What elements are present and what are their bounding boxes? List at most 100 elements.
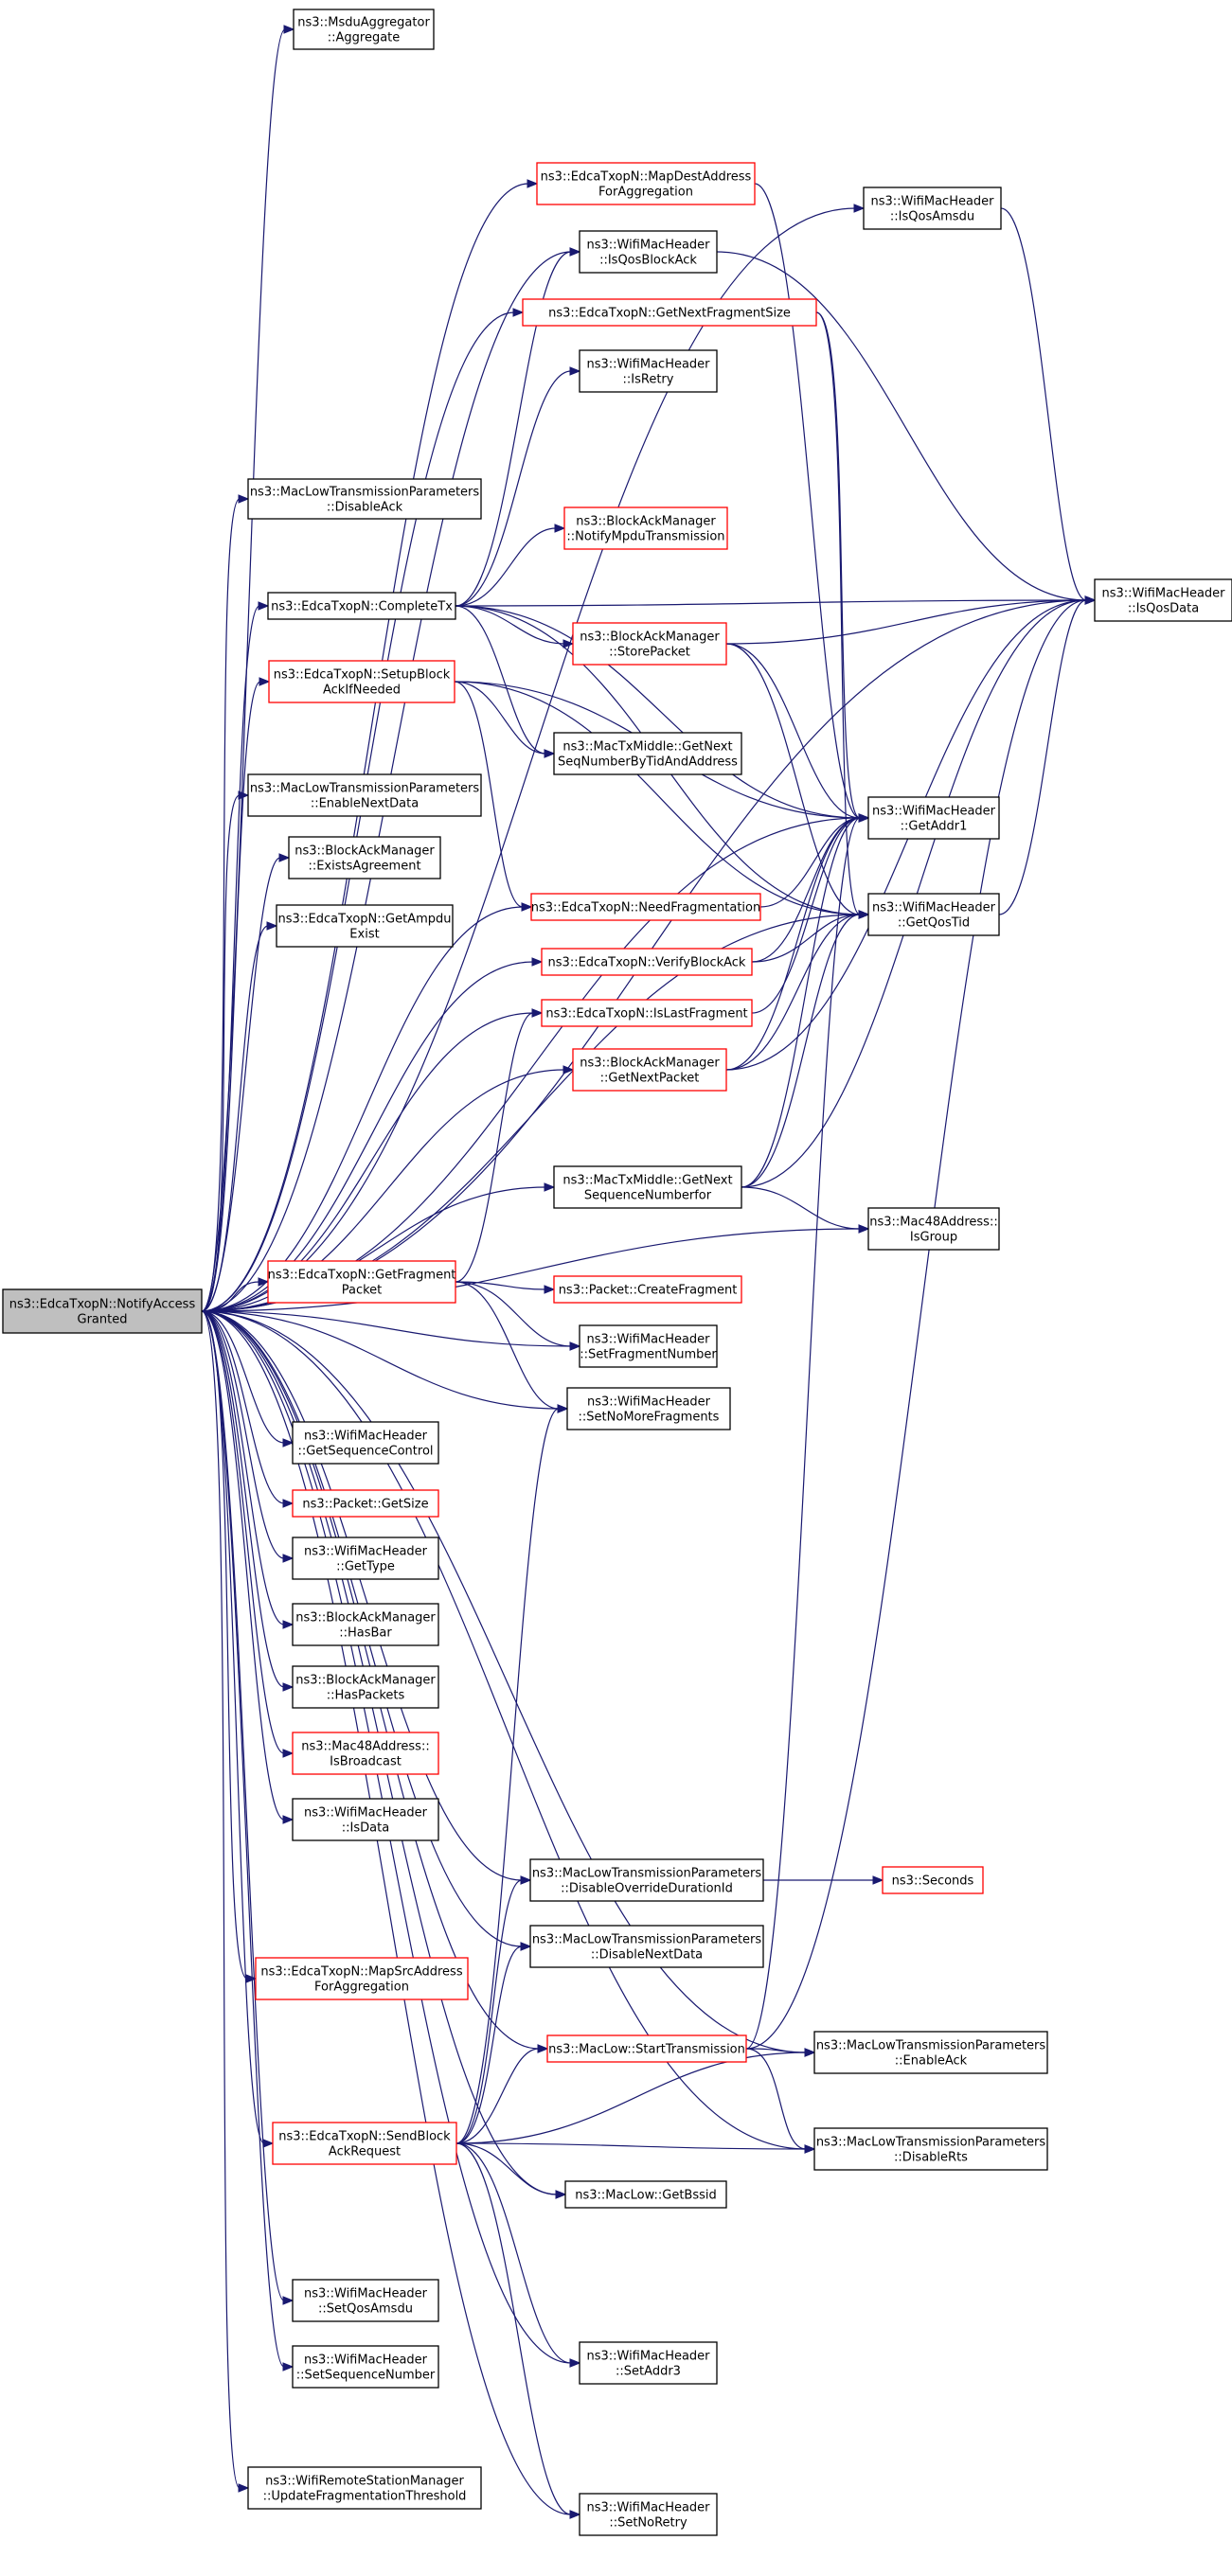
edge-root-to-map_src xyxy=(201,1310,248,1980)
node-is-last-frag[interactable]: ns3::EdcaTxopN::IsLastFragment xyxy=(541,999,753,1027)
node-enable-next-data[interactable]: ns3::MacLowTransmissionParameters::Enabl… xyxy=(247,773,482,817)
node-set-frag-number[interactable]: ns3::WifiMacHeader::SetFragmentNumber xyxy=(579,1324,718,1368)
node-has-bar[interactable]: ns3::BlockAckManager::HasBar xyxy=(292,1603,439,1646)
node-get-addr1[interactable]: ns3::WifiMacHeader::GetAddr1 xyxy=(867,796,1000,840)
node-create-frag[interactable]: ns3::Packet::CreateFragment xyxy=(553,1275,742,1304)
edge-get_frag_packet-to-is_last_frag xyxy=(455,1012,534,1283)
node-get-type[interactable]: ns3::WifiMacHeader::GetType xyxy=(292,1537,439,1580)
node-label-line: ::UpdateFragmentationThreshold xyxy=(263,2490,467,2504)
arrowhead-root-to-set_qos_amsdu xyxy=(282,2296,295,2305)
edge-send_block-to-set_no_more_frags xyxy=(455,1408,560,2144)
node-set-seq-number[interactable]: ns3::WifiMacHeader::SetSequenceNumber xyxy=(292,2345,439,2389)
edge-complete_tx-to-is_retry xyxy=(455,370,572,607)
node-exists-agreement[interactable]: ns3::BlockAckManager::ExistsAgreement xyxy=(288,836,441,879)
node-box xyxy=(813,2127,1048,2171)
node-label-line: ns3::WifiMacHeader xyxy=(586,239,710,253)
node-box xyxy=(530,893,761,921)
node-is-qos-amsdu[interactable]: ns3::WifiMacHeader::IsQosAmsdu xyxy=(863,187,1002,230)
node-label-line: Packet xyxy=(342,1284,383,1298)
node-disable-rts[interactable]: ns3::MacLowTransmissionParameters::Disab… xyxy=(813,2127,1048,2171)
edge-is_qos_amsdu-to-is_qos_data xyxy=(1000,207,1087,601)
node-get-next-packet[interactable]: ns3::BlockAckManager::GetNextPacket xyxy=(572,1048,727,1092)
node-box xyxy=(579,1324,718,1368)
node-enable-ack[interactable]: ns3::MacLowTransmissionParameters::Enabl… xyxy=(813,2031,1048,2074)
node-set-no-retry[interactable]: ns3::WifiMacHeader::SetNoRetry xyxy=(579,2493,718,2536)
node-box xyxy=(572,1048,727,1092)
node-label-line: ::GetNextPacket xyxy=(600,1072,700,1086)
arrowhead-root-to-get_next_packet xyxy=(562,1065,575,1075)
node-label-line: ns3::Mac48Address:: xyxy=(869,1216,997,1230)
edge-is_last_frag-to-get_addr1 xyxy=(751,817,861,1014)
node-is-data[interactable]: ns3::WifiMacHeader::IsData xyxy=(292,1798,439,1841)
arrowhead-send_block-to-disable_override xyxy=(520,1875,532,1885)
node-need-frag[interactable]: ns3::EdcaTxopN::NeedFragmentation xyxy=(530,893,761,921)
edge-root-to-is_last_frag xyxy=(201,1012,534,1312)
node-disable-override[interactable]: ns3::MacLowTransmissionParameters::Disab… xyxy=(529,1858,764,1902)
arrowhead-root-to-map_dest xyxy=(527,179,539,188)
node-disable-next-data[interactable]: ns3::MacLowTransmissionParameters::Disab… xyxy=(529,1925,764,1968)
edge-get_qos_tid-to-is_qos_data xyxy=(998,599,1087,915)
node-map-dest[interactable]: ns3::EdcaTxopN::MapDestAddressForAggrega… xyxy=(536,162,756,205)
node-box xyxy=(272,2122,457,2165)
node-is-broadcast[interactable]: ns3::Mac48Address::IsBroadcast xyxy=(292,1732,439,1775)
node-complete-tx[interactable]: ns3::EdcaTxopN::CompleteTx xyxy=(267,592,456,620)
node-label-line: ns3::MacLowTransmissionParameters xyxy=(532,1867,762,1881)
node-label-line: ns3::MacLowTransmissionParameters xyxy=(816,2136,1046,2150)
node-set-qos-amsdu[interactable]: ns3::WifiMacHeader::SetQosAmsdu xyxy=(292,2279,439,2322)
arrowhead-send_block-to-disable_next_data xyxy=(520,1942,532,1951)
node-get-seq-control[interactable]: ns3::WifiMacHeader::GetSequenceControl xyxy=(292,1421,439,1465)
node-label-line: ns3::MacTxMiddle::GetNext xyxy=(562,740,732,755)
node-is-qos-blockack[interactable]: ns3::WifiMacHeader::IsQosBlockAck xyxy=(579,230,718,274)
arrowhead-get_frag_packet-to-create_frag xyxy=(544,1285,556,1294)
edge-root-to-disable_ack xyxy=(201,498,241,1312)
node-set-addr3[interactable]: ns3::WifiMacHeader::SetAddr3 xyxy=(579,2341,718,2385)
node-get-next-frag-size[interactable]: ns3::EdcaTxopN::GetNextFragmentSize xyxy=(522,298,817,327)
node-box xyxy=(1094,578,1232,622)
node-store-packet[interactable]: ns3::BlockAckManager::StorePacket xyxy=(572,622,727,666)
edge-get_next_seq_for-to-get_addr1 xyxy=(741,817,861,1188)
node-get-size[interactable]: ns3::Packet::GetSize xyxy=(292,1489,439,1518)
arrowhead-get_frag_packet-to-is_last_frag xyxy=(531,1008,544,1018)
node-update-frag[interactable]: ns3::WifiRemoteStationManager::UpdateFra… xyxy=(247,2466,482,2510)
node-has-packets[interactable]: ns3::BlockAckManager::HasPackets xyxy=(292,1665,439,1709)
node-msdu-aggregate[interactable]: ns3::MsduAggregator::Aggregate xyxy=(293,9,435,50)
node-is-retry[interactable]: ns3::WifiMacHeader::IsRetry xyxy=(579,349,718,393)
arrowhead-complete_tx-to-store_packet xyxy=(562,639,575,648)
node-label-line: ::HasBar xyxy=(339,1626,392,1641)
node-seconds[interactable]: ns3::Seconds xyxy=(882,1866,984,1894)
node-label-line: ns3::Mac48Address:: xyxy=(301,1740,429,1754)
node-set-no-more-frags[interactable]: ns3::WifiMacHeader::SetNoMoreFragments xyxy=(566,1387,731,1430)
node-get-next-seq-tid[interactable]: ns3::MacTxMiddle::GetNextSeqNumberByTidA… xyxy=(553,732,742,775)
node-label-line: ns3::EdcaTxopN::GetFragment xyxy=(268,1269,456,1283)
node-label-line: ::ExistsAgreement xyxy=(308,860,420,874)
node-box xyxy=(247,773,482,817)
node-is-group[interactable]: ns3::Mac48Address::IsGroup xyxy=(867,1207,1000,1251)
node-box xyxy=(2,1288,203,1334)
node-get-bssid[interactable]: ns3::MacLow::GetBssid xyxy=(564,2180,727,2209)
node-is-qos-data[interactable]: ns3::WifiMacHeader::IsQosData xyxy=(1094,578,1232,622)
node-get-next-seq-for[interactable]: ns3::MacTxMiddle::GetNextSequenceNumberf… xyxy=(553,1165,742,1209)
node-label-line: ns3::WifiMacHeader xyxy=(1101,587,1225,601)
node-label-line: ns3::EdcaTxopN::SetupBlock xyxy=(274,668,451,683)
node-start-tx[interactable]: ns3::MacLow::StartTransmission xyxy=(546,2034,747,2063)
edge-root-to-set_seq_number xyxy=(201,1310,285,2368)
node-box xyxy=(529,1925,764,1968)
arrowhead-root-to-update_frag xyxy=(238,2483,250,2493)
arrowhead-root-to-is_broadcast xyxy=(282,1749,295,1758)
edge-send_block-to-disable_override xyxy=(455,1879,523,2144)
arrowhead-root-to-has_bar xyxy=(282,1620,295,1629)
node-verify-blockack[interactable]: ns3::EdcaTxopN::VerifyBlockAck xyxy=(541,948,753,976)
node-disable-ack[interactable]: ns3::MacLowTransmissionParameters::Disab… xyxy=(247,478,482,520)
node-box xyxy=(292,1489,439,1518)
node-label-line: ::SetNoMoreFragments xyxy=(579,1411,720,1425)
node-map-src[interactable]: ns3::EdcaTxopN::MapSrcAddressForAggregat… xyxy=(255,1957,469,2000)
node-label-line: ::SetSequenceNumber xyxy=(296,2369,436,2383)
node-notify-mpdu[interactable]: ns3::BlockAckManager::NotifyMpduTransmis… xyxy=(563,506,728,550)
edge-store_packet-to-get_addr1 xyxy=(725,643,861,819)
nodes-layer: ns3::EdcaTxopN::NotifyAccessGrantedns3::… xyxy=(2,9,1232,2536)
node-get-qos-tid[interactable]: ns3::WifiMacHeader::GetQosTid xyxy=(867,893,1000,936)
